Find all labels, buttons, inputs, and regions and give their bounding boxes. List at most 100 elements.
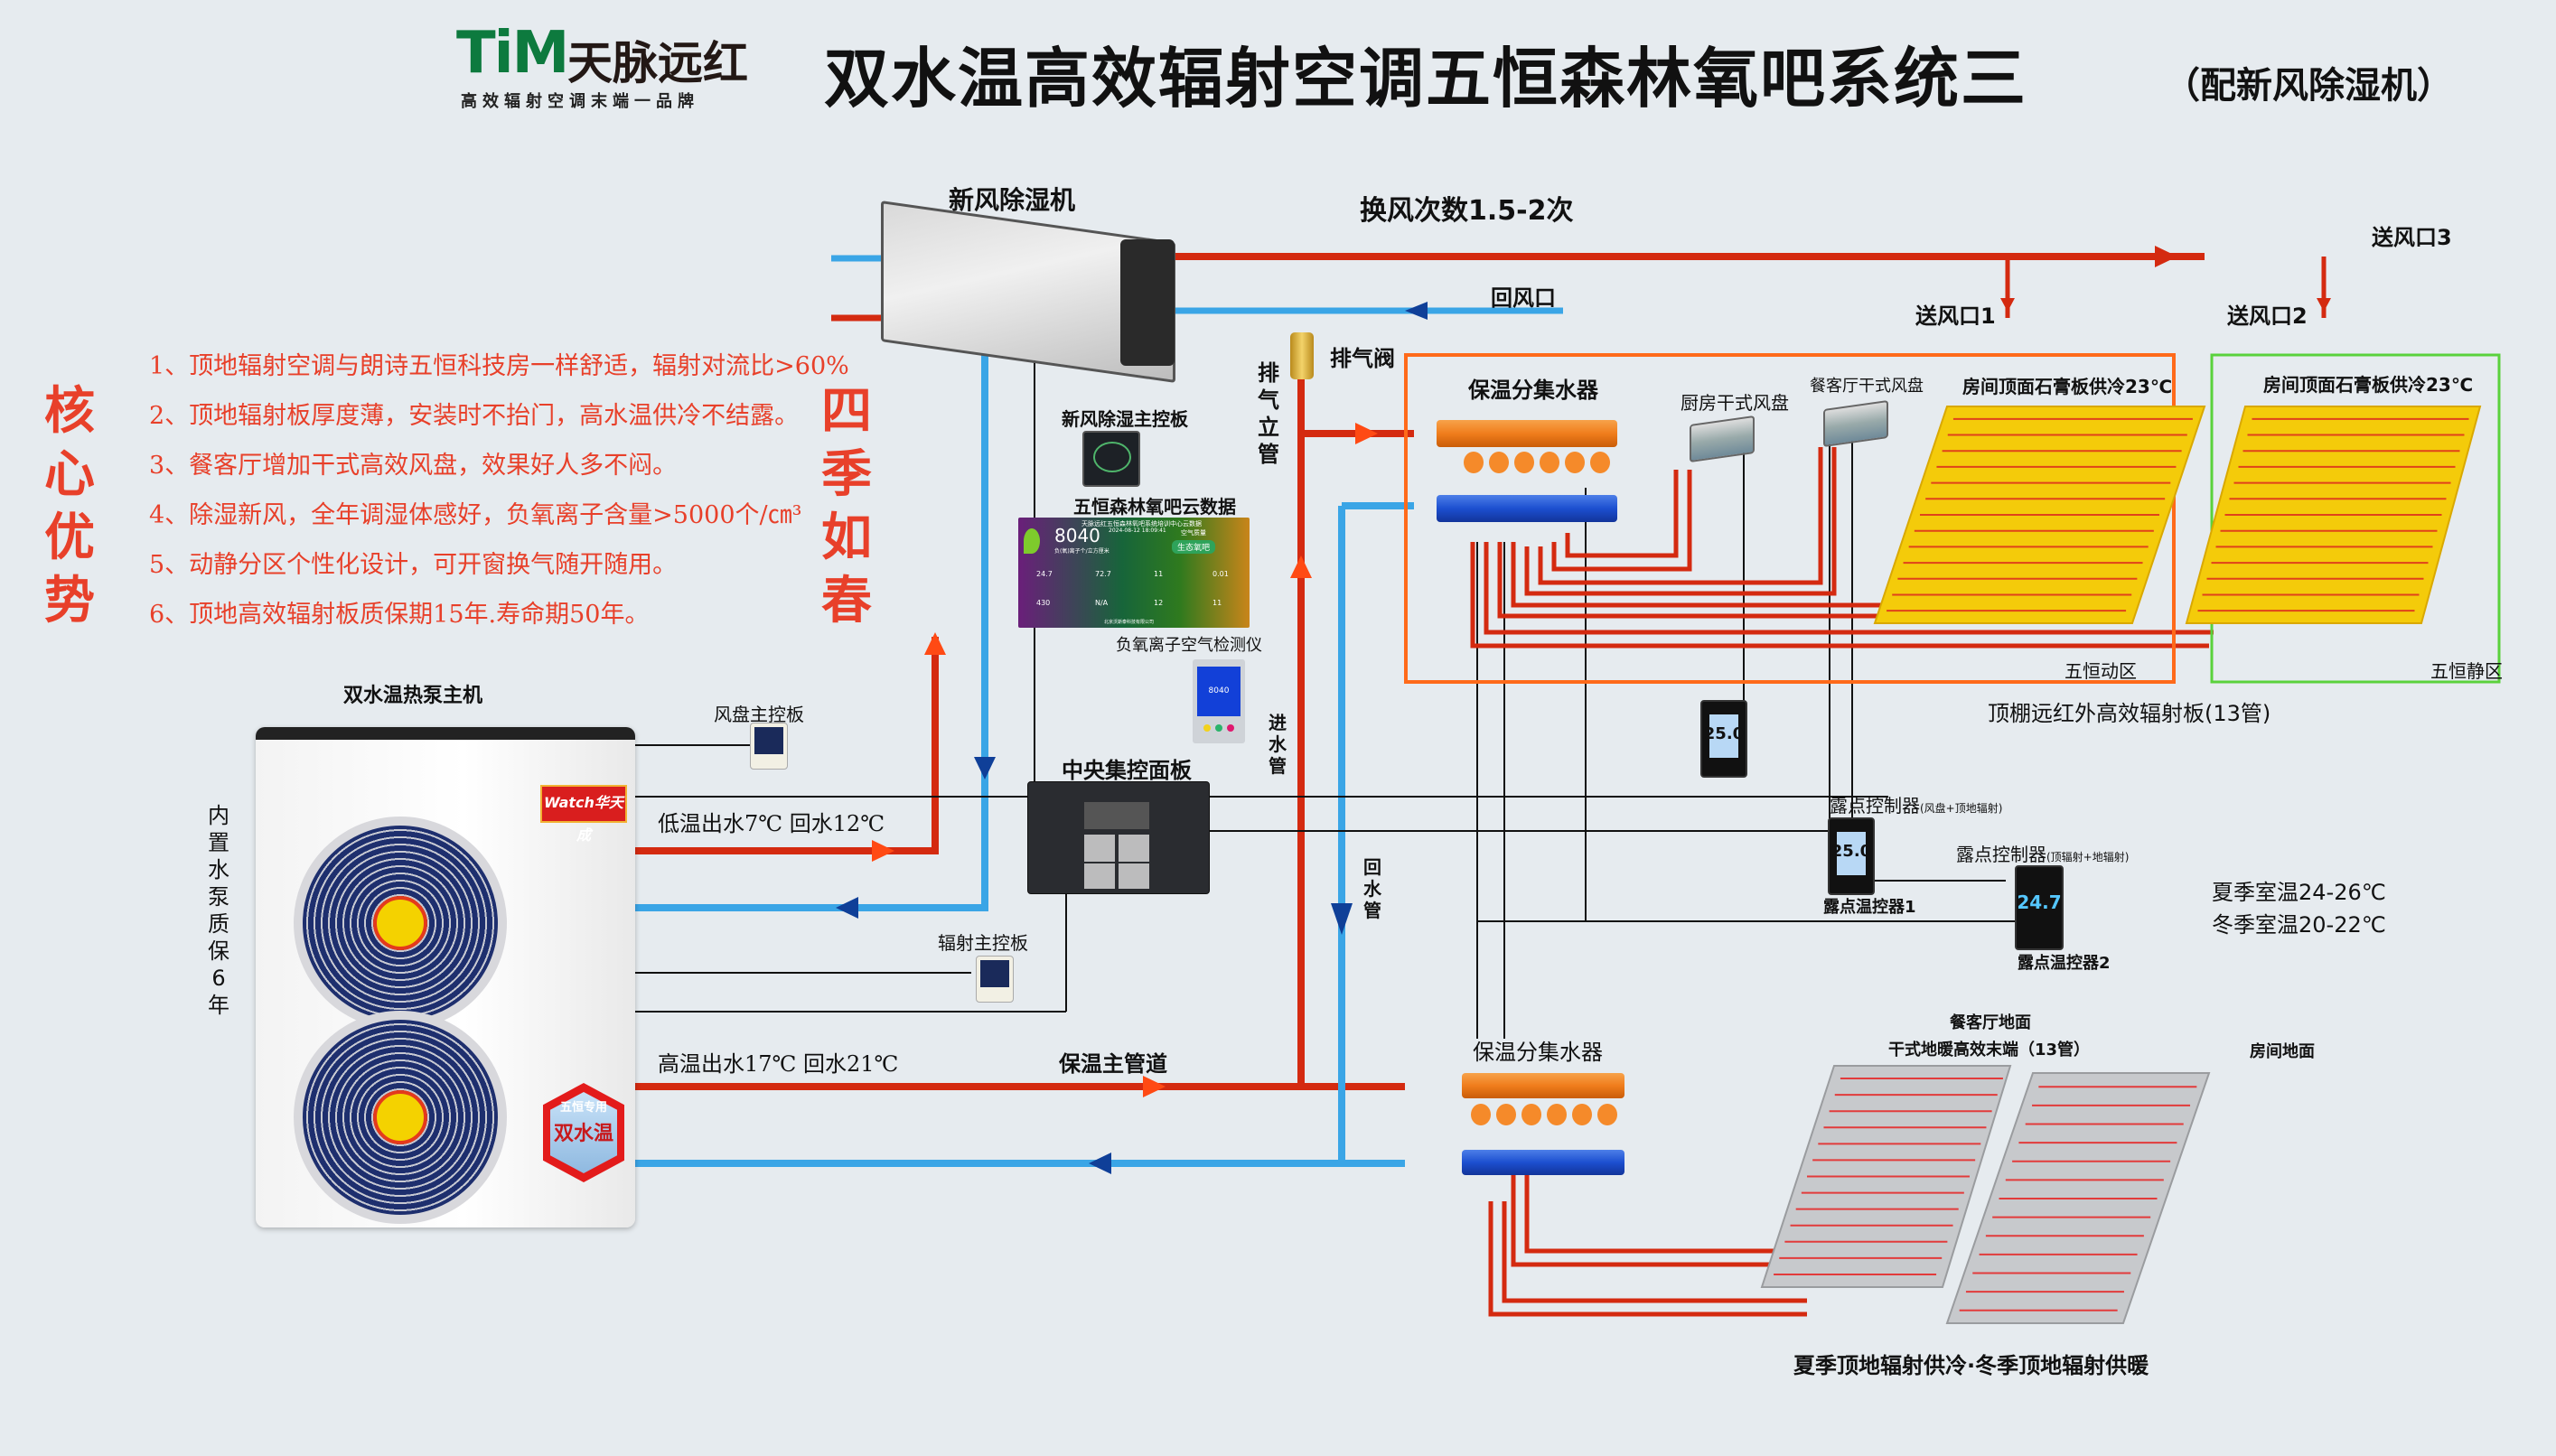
floor-coils (1774, 1078, 2197, 1311)
flow-meter (1489, 452, 1509, 473)
flow-meter (1471, 1104, 1491, 1125)
kitchen-fcu-label: 厨房干式风盘 (1681, 392, 1789, 414)
high-temp-label: 高温出水17℃ 回水21℃ (658, 1051, 899, 1077)
reading-tvoc: N/A (1095, 599, 1109, 607)
ion-detector[interactable]: 8040 (1193, 659, 1245, 743)
high-temp-arrow (1143, 1076, 1166, 1097)
fan-coil-controller-label: 风盘主控板 (714, 704, 804, 725)
upper-supply-manifold (1437, 420, 1617, 447)
vent-valve[interactable] (1290, 332, 1314, 379)
low-temp-return-arrow (836, 897, 858, 919)
fresh-air-controller[interactable] (1082, 431, 1140, 487)
dew-point-thermostat-2[interactable]: 24.7 (2015, 865, 2064, 950)
supply-1-arrow (2000, 298, 2015, 312)
radiant-controller[interactable] (976, 956, 1014, 1003)
main-pipe-label: 保温主管道 (1059, 1051, 1167, 1077)
ion-detector-value: 8040 (1208, 686, 1230, 695)
reading-pm25: 11 (1154, 570, 1164, 578)
fresh-air-controller-label: 新风除湿主控板 (1062, 408, 1188, 430)
feature-item: 6、顶地高效辐射板质保期15年.寿命期50年。 (149, 601, 650, 629)
gauge-icon (1093, 442, 1131, 472)
page-subtitle: （配新风除湿机） (2164, 64, 2453, 107)
fresh-air-outlet-face (1120, 239, 1175, 366)
central-panel-label: 中央集控面板 (1062, 758, 1192, 783)
ion-unit: 负(氧)离子个/立方厘米 (1054, 548, 1109, 555)
zone-quiet-border (2210, 353, 2501, 684)
panel-button[interactable] (1119, 835, 1149, 862)
dew-controller-2-title: 露点控制器(顶辐射+地辐射) (1956, 840, 2129, 866)
winter-temp: 冬季室温20-22℃ (2212, 912, 2386, 938)
return-riser-arrow (1331, 903, 1353, 935)
panel-display (1084, 802, 1149, 829)
upper-manifold-label: 保温分集水器 (1468, 378, 1598, 403)
cloud-data-dashboard[interactable]: 天脉远红五恒森林氧吧系统培训中心云数据 2024-08-12 18:09:41 … (1018, 518, 1250, 628)
four-seasons-label: 四季如春 (821, 381, 872, 630)
lower-return-manifold (1462, 1150, 1624, 1175)
floor-1-title: 餐客厅地面 (1950, 1013, 2031, 1032)
reading-humidity: 72.7 (1095, 570, 1111, 578)
radiant-controller-label: 辐射主控板 (938, 932, 1028, 954)
thermostat-temp: 25.0 (1703, 723, 1745, 743)
flow-meter (1514, 452, 1534, 473)
controller-screen (980, 960, 1009, 987)
badge-main-text: 双水温 (553, 1123, 613, 1145)
logo-mark: TiM (456, 20, 569, 87)
dew-controller-1-title-text: 露点控制器 (1830, 795, 1920, 817)
reading-pm1: 11 (1212, 599, 1222, 607)
control-wiring (635, 343, 2015, 1039)
supply-air-1-label: 送风口1 (1915, 303, 1996, 329)
low-temp-label: 低温出水7℃ 回水12℃ (658, 811, 885, 836)
supply-air-2-label: 送风口2 (2227, 303, 2308, 329)
ion-detector-screen: 8040 (1197, 667, 1241, 716)
floor-1-subtitle: 干式地暖高效末端（13管） (1888, 1041, 2091, 1059)
air-quality-label: 空气质量 (1181, 529, 1206, 537)
feature-item: 1、顶地辐射空调与朗诗五恒科技房一样舒适，辐射对流比>60% (149, 352, 849, 380)
ceiling-panel-2-label: 房间顶面石膏板供冷23℃ (2263, 374, 2474, 396)
low-temp-down-arrow (974, 757, 996, 779)
cloud-footer: 北京沃斯泰科技有限公司 (1104, 620, 1155, 625)
feature-item: 4、除湿新风，全年调湿体感好，负氧离子含量>5000个/㎝³ (149, 501, 802, 529)
fresh-air-unit-label: 新风除湿机 (949, 185, 1076, 215)
return-air-label: 回风口 (1491, 285, 1556, 311)
air-change-rate: 换风次数1.5-2次 (1360, 195, 1574, 227)
logo-name: 天脉远红 (567, 37, 748, 89)
cloud-timestamp: 2024-08-12 18:09:41 (1109, 527, 1166, 534)
dew-controller-1-label: 露点温控器1 (1823, 898, 1916, 917)
fan-icon (294, 1011, 507, 1224)
dew-point-thermostat-1[interactable]: 25.0 (1828, 817, 1875, 895)
badge-top-text: 五恒专用 (559, 1101, 607, 1115)
reading-formaldehyde: 0.01 (1212, 570, 1229, 578)
low-temp-return-pipe (635, 354, 988, 911)
heat-pump-brand: Watch华天成 (540, 785, 627, 844)
dew-controller-2-label: 露点温控器2 (2018, 954, 2111, 973)
flow-meter (1547, 1104, 1567, 1125)
summer-temp: 夏季室温24-26℃ (2212, 880, 2386, 905)
central-control-panel[interactable] (1027, 781, 1210, 894)
floor-2-title: 房间地面 (2250, 1042, 2315, 1061)
dual-temp-badge: 五恒专用 双水温 (543, 1083, 624, 1182)
flow-meter (1590, 452, 1610, 473)
upper-manifold-loops (1470, 447, 2214, 649)
low-temp-arrow (872, 840, 894, 862)
flow-meter (1521, 1104, 1541, 1125)
panel-button[interactable] (1084, 835, 1115, 862)
dew-2-temp: 24.7 (2017, 891, 2062, 913)
ion-detector-label: 负氧离子空气检测仪 (1116, 636, 1262, 655)
panel-button[interactable] (1119, 863, 1149, 889)
dew-controller-2-note: (顶辐射+地辐射) (2046, 851, 2130, 863)
panel-button[interactable] (1084, 863, 1115, 889)
room-thermostat[interactable]: 25.0 (1700, 700, 1747, 778)
ceiling-panel-caption: 顶棚远红外高效辐射板(13管) (1988, 701, 2271, 726)
zone-quiet-label: 五恒静区 (2430, 660, 2503, 682)
supply-air-arrow (2155, 246, 2177, 267)
leaf-icon (1024, 528, 1040, 554)
flow-meter (1572, 1104, 1592, 1125)
fan-coil-controller[interactable] (750, 723, 788, 770)
inlet-pipe-label: 进水管 (1269, 712, 1287, 777)
cloud-data-label: 五恒森林氧吧云数据 (1073, 496, 1236, 518)
heat-pump-unit: Watch华天成 五恒专用 双水温 (256, 727, 635, 1227)
dew-controller-1-title: 露点控制器(风盘+顶地辐射) (1830, 791, 2002, 817)
vent-riser-label: 排气立管 (1258, 360, 1279, 467)
floor-caption: 夏季顶地辐射供冷·冬季顶地辐射供暖 (1793, 1353, 2149, 1378)
flow-meter (1464, 452, 1484, 473)
